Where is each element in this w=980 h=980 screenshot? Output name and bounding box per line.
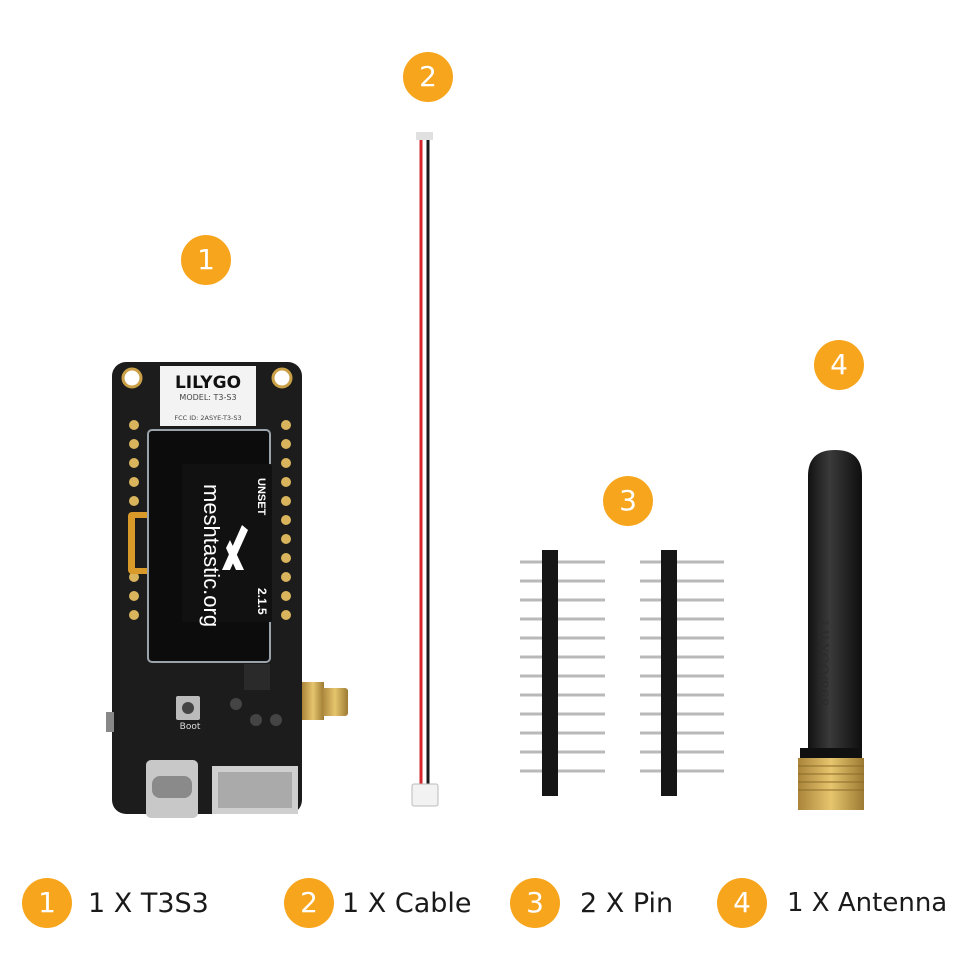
pin-header-right bbox=[640, 550, 724, 796]
callout-badge-2: 2 bbox=[403, 52, 453, 102]
legend-item-3: 3 2 X Pin bbox=[510, 878, 673, 928]
callout-badge-3: 3 bbox=[603, 476, 653, 526]
pin-header-left bbox=[520, 550, 605, 796]
antenna bbox=[798, 450, 864, 810]
legend-item-2: 2 1 X Cable bbox=[284, 878, 472, 928]
legend-label-1: 1 X T3S3 bbox=[88, 887, 209, 919]
legend-badge-4: 4 bbox=[717, 878, 767, 928]
antenna-label: LILYGO/868 bbox=[814, 620, 830, 707]
board-brand: LILYGO bbox=[175, 373, 241, 393]
callout-badge-1: 1 bbox=[181, 235, 231, 285]
legend-badge-2: 2 bbox=[284, 878, 334, 928]
t3s3-board bbox=[106, 362, 348, 818]
boot-button-label: Boot bbox=[180, 722, 201, 732]
screen-top-text: UNSET bbox=[255, 478, 267, 516]
legend-badge-1: 1 bbox=[22, 878, 72, 928]
legend-item-1: 1 1 X T3S3 bbox=[22, 878, 209, 928]
board-fcc-id: FCC ID: 2ASYE-T3-S3 bbox=[174, 414, 241, 422]
board-model: MODEL: T3-S3 bbox=[179, 393, 236, 402]
screen-version-text: 2.1.5 bbox=[255, 588, 269, 615]
legend-badge-3: 3 bbox=[510, 878, 560, 928]
legend-label-2: 1 X Cable bbox=[342, 887, 472, 919]
callout-badge-4: 4 bbox=[814, 340, 864, 390]
legend-label-3: 2 X Pin bbox=[580, 887, 674, 919]
screen-main-text: meshtastic.org bbox=[199, 484, 224, 627]
legend-item-4: 4 1 X Antenna bbox=[717, 878, 947, 928]
cable bbox=[411, 132, 439, 807]
legend-label-4: 1 X Antenna bbox=[787, 888, 948, 918]
